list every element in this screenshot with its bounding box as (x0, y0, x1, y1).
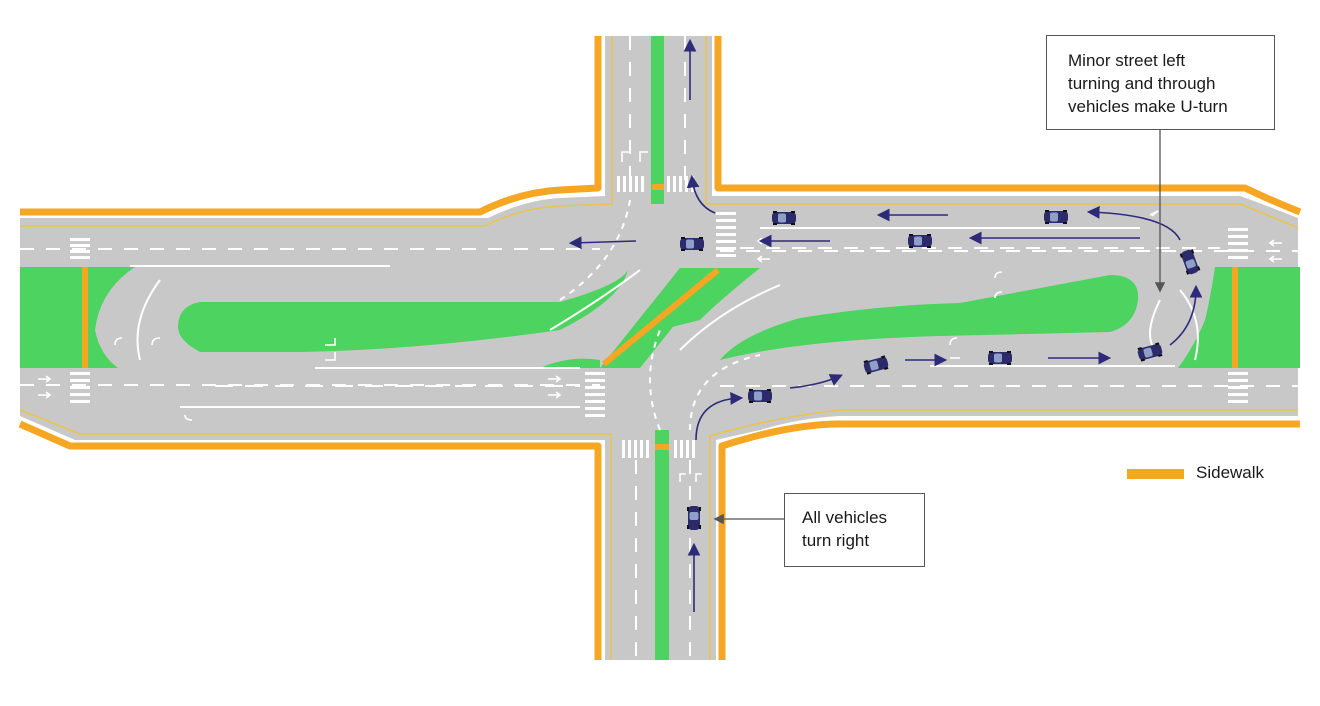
callout-uturn-line-3: vehicles make U-turn (1068, 97, 1228, 116)
callout-right-line-1: All vehicles (802, 508, 888, 527)
path-arrow-icon (568, 38, 1203, 612)
north-median (651, 36, 664, 204)
crosswalks (70, 176, 1248, 458)
callout-right-line-2: turn right (802, 531, 870, 550)
lane-arrow-icon (38, 151, 1282, 482)
south-median (655, 430, 669, 660)
legend: Sidewalk (1127, 462, 1297, 486)
east-median-island (720, 275, 1139, 360)
road-surface (20, 36, 1298, 660)
west-median-island (178, 270, 628, 352)
lane-markings (20, 36, 1298, 660)
legend-sidewalk-label: Sidewalk (1196, 463, 1265, 482)
west-median-end (20, 267, 135, 368)
crosswalk-west-top (70, 238, 90, 259)
medians (20, 36, 1300, 660)
callout-right-turn: All vehicles turn right (784, 493, 925, 567)
crosswalk-south (622, 440, 695, 458)
callout-uturn-line-1: Minor street left (1068, 51, 1186, 70)
car-icon (687, 506, 701, 530)
car-icon (1044, 210, 1068, 224)
callout-uturn-line-2: turning and through (1068, 74, 1216, 93)
center-island-east (660, 268, 760, 330)
edge-lines (19, 36, 1299, 660)
sidewalk-north-east (714, 36, 1302, 216)
sidewalks (18, 36, 1302, 660)
sidewalk-swatch (1127, 469, 1184, 479)
center-island-west (540, 358, 600, 368)
sidewalk-north-west (20, 36, 602, 216)
crosswalk-center-west (585, 372, 605, 417)
crosswalk-north (617, 176, 694, 192)
crosswalk-east-bottom (1228, 372, 1248, 403)
callout-pointers (713, 130, 1166, 525)
major-road (20, 36, 1298, 660)
east-median-end (1178, 267, 1300, 368)
crosswalk-center-east (716, 212, 736, 257)
car-icon (772, 211, 796, 225)
car-icon (988, 351, 1012, 365)
sidewalk-south-east (718, 420, 1300, 660)
car-icon (748, 389, 772, 403)
car-icon (908, 234, 932, 248)
car-icon (680, 237, 704, 251)
sidewalk-crossings (82, 184, 1238, 450)
crosswalk-east-top (1228, 228, 1248, 259)
callout-uturn: Minor street left turning and through ve… (1046, 35, 1275, 130)
crosswalk-west-bottom (70, 372, 90, 403)
sidewalk-south-west (18, 420, 602, 660)
